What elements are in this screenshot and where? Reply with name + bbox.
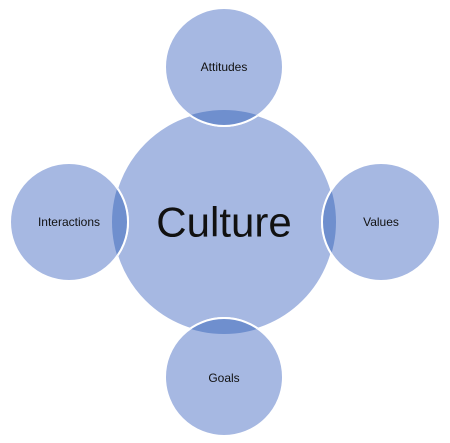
center-label: Culture [156,199,291,246]
overlap-attitudes [164,110,284,127]
satellite-label-attitudes: Attitudes [201,60,248,74]
satellite-label-values: Values [363,215,399,229]
overlap-interactions [112,162,129,282]
satellite-label-goals: Goals [208,371,239,385]
overlap-values [321,162,336,282]
satellite-label-interactions: Interactions [38,215,100,229]
overlap-goals [164,317,284,334]
